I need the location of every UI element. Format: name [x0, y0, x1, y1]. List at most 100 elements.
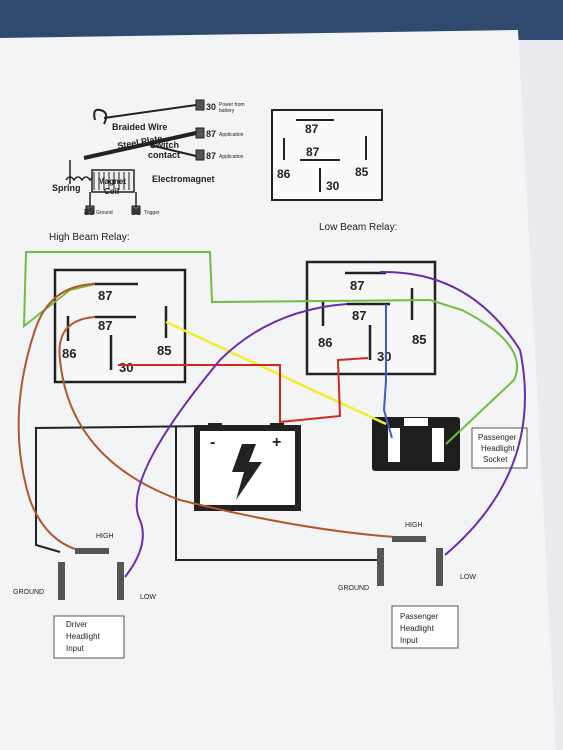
- terminal-85-number: 85: [84, 207, 94, 217]
- low-beam-relay-title: Low Beam Relay:: [319, 222, 397, 233]
- passenger-high-label: HIGH: [405, 522, 423, 529]
- passenger-input-line1: Passenger: [400, 612, 439, 621]
- passenger-ground-label: GROUND: [338, 585, 369, 592]
- battery: [194, 423, 301, 511]
- terminal-86-desc: Trigger: [144, 210, 160, 216]
- driver-low-label: LOW: [140, 594, 156, 601]
- coil-label: Coil: [104, 187, 119, 196]
- low-beam-relay-labels: 87 87 86 85 30: [318, 278, 426, 364]
- passenger-input-line3: Input: [400, 636, 419, 645]
- purple-wire-low-87-to-passenger-low: [379, 270, 526, 556]
- braided-wire: [103, 104, 197, 119]
- terminal-87b-block: [195, 149, 205, 161]
- socket-slot-top: [404, 418, 428, 426]
- high-label-87-mid: 87: [98, 318, 112, 333]
- passenger-high-terminal: [392, 536, 426, 542]
- steel-plate: [83, 131, 197, 160]
- socket-labels: Passenger Headlight Socket: [478, 433, 517, 464]
- socket-slot-right: [432, 428, 444, 462]
- battery-plus-label: +: [272, 434, 281, 451]
- switch-contact-label-2: contact: [148, 150, 180, 160]
- terminal-30-desc-1: Power from: [219, 102, 245, 108]
- braided-wire-label: Braided Wire: [112, 122, 167, 132]
- reference-label-87-mid: 87: [306, 145, 320, 159]
- low-label-87-mid: 87: [352, 308, 366, 323]
- brown-wire-high-87-to-driver-high: [17, 283, 96, 551]
- low-label-30: 30: [377, 349, 391, 364]
- reference-label-85: 85: [355, 165, 369, 179]
- terminal-30-desc-2: battery: [219, 108, 235, 114]
- driver-input-line3: Input: [66, 644, 85, 653]
- switch-contact-label-1: Switch: [150, 140, 179, 150]
- terminal-87a-block: [195, 127, 205, 139]
- driver-headlight-input: [53, 548, 125, 659]
- high-beam-relay-title: High Beam Relay:: [49, 232, 130, 243]
- red-wire: [118, 357, 369, 424]
- reference-relay-box: [271, 109, 383, 201]
- relay-illustration: [65, 99, 205, 215]
- terminal-85-desc: Ground: [96, 210, 113, 216]
- high-label-85: 85: [157, 343, 171, 358]
- passenger-input-line2: Headlight: [400, 624, 435, 633]
- reference-label-86: 86: [277, 167, 291, 181]
- low-label-85: 85: [412, 332, 426, 347]
- terminal-86-block: [131, 205, 141, 215]
- passenger-headlight-input: [377, 536, 459, 649]
- driver-ground-terminal: [58, 562, 65, 600]
- low-label-86: 86: [318, 335, 332, 350]
- switch-contact-lead: [149, 144, 197, 157]
- low-beam-relay: [305, 260, 437, 376]
- socket-label-line1: Passenger: [478, 433, 517, 442]
- terminal-87a-desc: Application: [219, 132, 244, 138]
- driver-ground-label: GROUND: [13, 589, 44, 596]
- reference-relay: [271, 109, 383, 201]
- terminal-30-block: [195, 99, 205, 111]
- driver-input-line2: Headlight: [66, 632, 101, 641]
- terminal-30-number: 30: [206, 102, 216, 112]
- coil-windings: [93, 172, 130, 190]
- passenger-input-label-box: [391, 605, 459, 649]
- spring-label: Spring: [52, 183, 81, 193]
- purple-wire-low-87-to-driver-low: [124, 303, 348, 578]
- socket-label-line3: Socket: [483, 455, 508, 464]
- battery-minus-label: -: [210, 434, 215, 451]
- high-label-87-top: 87: [98, 288, 112, 303]
- green-wire: [22, 251, 519, 445]
- lightning-bolt-icon: [232, 444, 262, 500]
- magnet-label: Magnet: [98, 177, 126, 186]
- driver-input-line1: Driver: [66, 620, 88, 629]
- driver-low-terminal: [117, 562, 124, 600]
- terminal-87b-desc: Application: [219, 154, 244, 160]
- high-label-30: 30: [119, 360, 133, 375]
- passenger-low-label: LOW: [460, 574, 476, 581]
- driver-high-terminal: [75, 548, 109, 554]
- high-beam-relay-labels: 87 87 86 85 30: [62, 288, 171, 375]
- yellow-wire: [165, 320, 387, 426]
- high-label-86: 86: [62, 346, 76, 361]
- colored-wires: [17, 251, 526, 578]
- blue-wire: [382, 304, 393, 439]
- socket-label-line2: Headlight: [481, 444, 516, 453]
- reference-label-30: 30: [326, 179, 340, 193]
- electromagnet-label: Electromagnet: [152, 174, 215, 184]
- passenger-ground-terminal: [377, 548, 384, 586]
- reference-relay-labels: 87 87 86 85 30: [277, 122, 369, 193]
- passenger-input-labels: HIGH GROUND LOW Passenger Headlight Inpu…: [338, 522, 476, 645]
- brown-wire-high-87-to-passenger-high: [58, 316, 396, 538]
- driver-input-label-box: [53, 615, 125, 659]
- terminal-87a-number: 87: [206, 129, 216, 139]
- terminal-85-block: [85, 205, 95, 215]
- high-beam-relay: [53, 268, 187, 384]
- terminal-86-number: 86: [131, 207, 141, 217]
- driver-high-label: HIGH: [96, 533, 114, 540]
- terminal-87b-number: 87: [206, 151, 216, 161]
- driver-input-labels: HIGH GROUND LOW Driver Headlight Input: [13, 533, 156, 653]
- high-beam-relay-box: [53, 268, 187, 384]
- reference-label-87-top: 87: [305, 122, 319, 136]
- passenger-low-terminal: [436, 548, 443, 586]
- battery-labels: - +: [210, 434, 281, 451]
- battery-case: [194, 425, 301, 511]
- battery-negative-to-driver-ground-wire: [35, 425, 211, 553]
- low-label-87-top: 87: [350, 278, 364, 293]
